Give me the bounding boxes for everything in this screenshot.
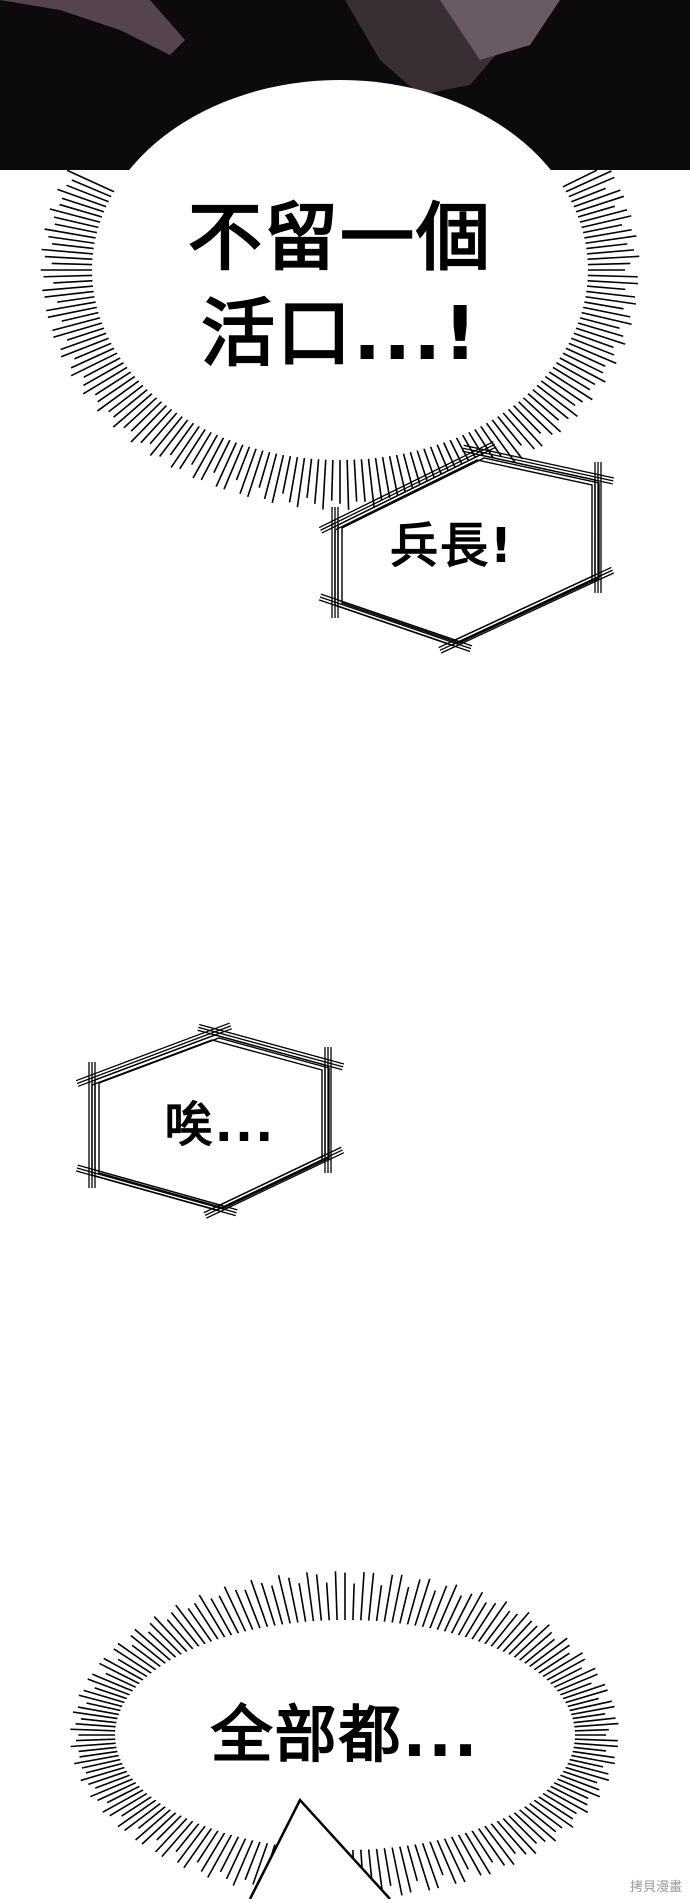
hexagon-bubble-1	[318, 441, 615, 654]
shout-text-2: 全部都...	[210, 1698, 480, 1771]
hexagon-bubble-2	[75, 1022, 345, 1219]
shout-line-1: 不留一個	[188, 195, 492, 281]
shadowed-figure-left	[0, 0, 185, 55]
shadowed-highlight	[440, 0, 560, 60]
bubble-tail	[248, 1797, 391, 1900]
shout-line-2: 活口...!	[200, 291, 480, 377]
shout-bubble-2	[115, 1620, 575, 1850]
watermark: 拷貝漫畫	[629, 1880, 682, 1895]
shout-bubble-1	[92, 80, 588, 460]
hexagon-text-2: 唉...	[164, 1097, 276, 1153]
hexagon-text-1: 兵長!	[390, 518, 514, 574]
shout-text-1: 不留一個 活口...!	[140, 190, 540, 382]
